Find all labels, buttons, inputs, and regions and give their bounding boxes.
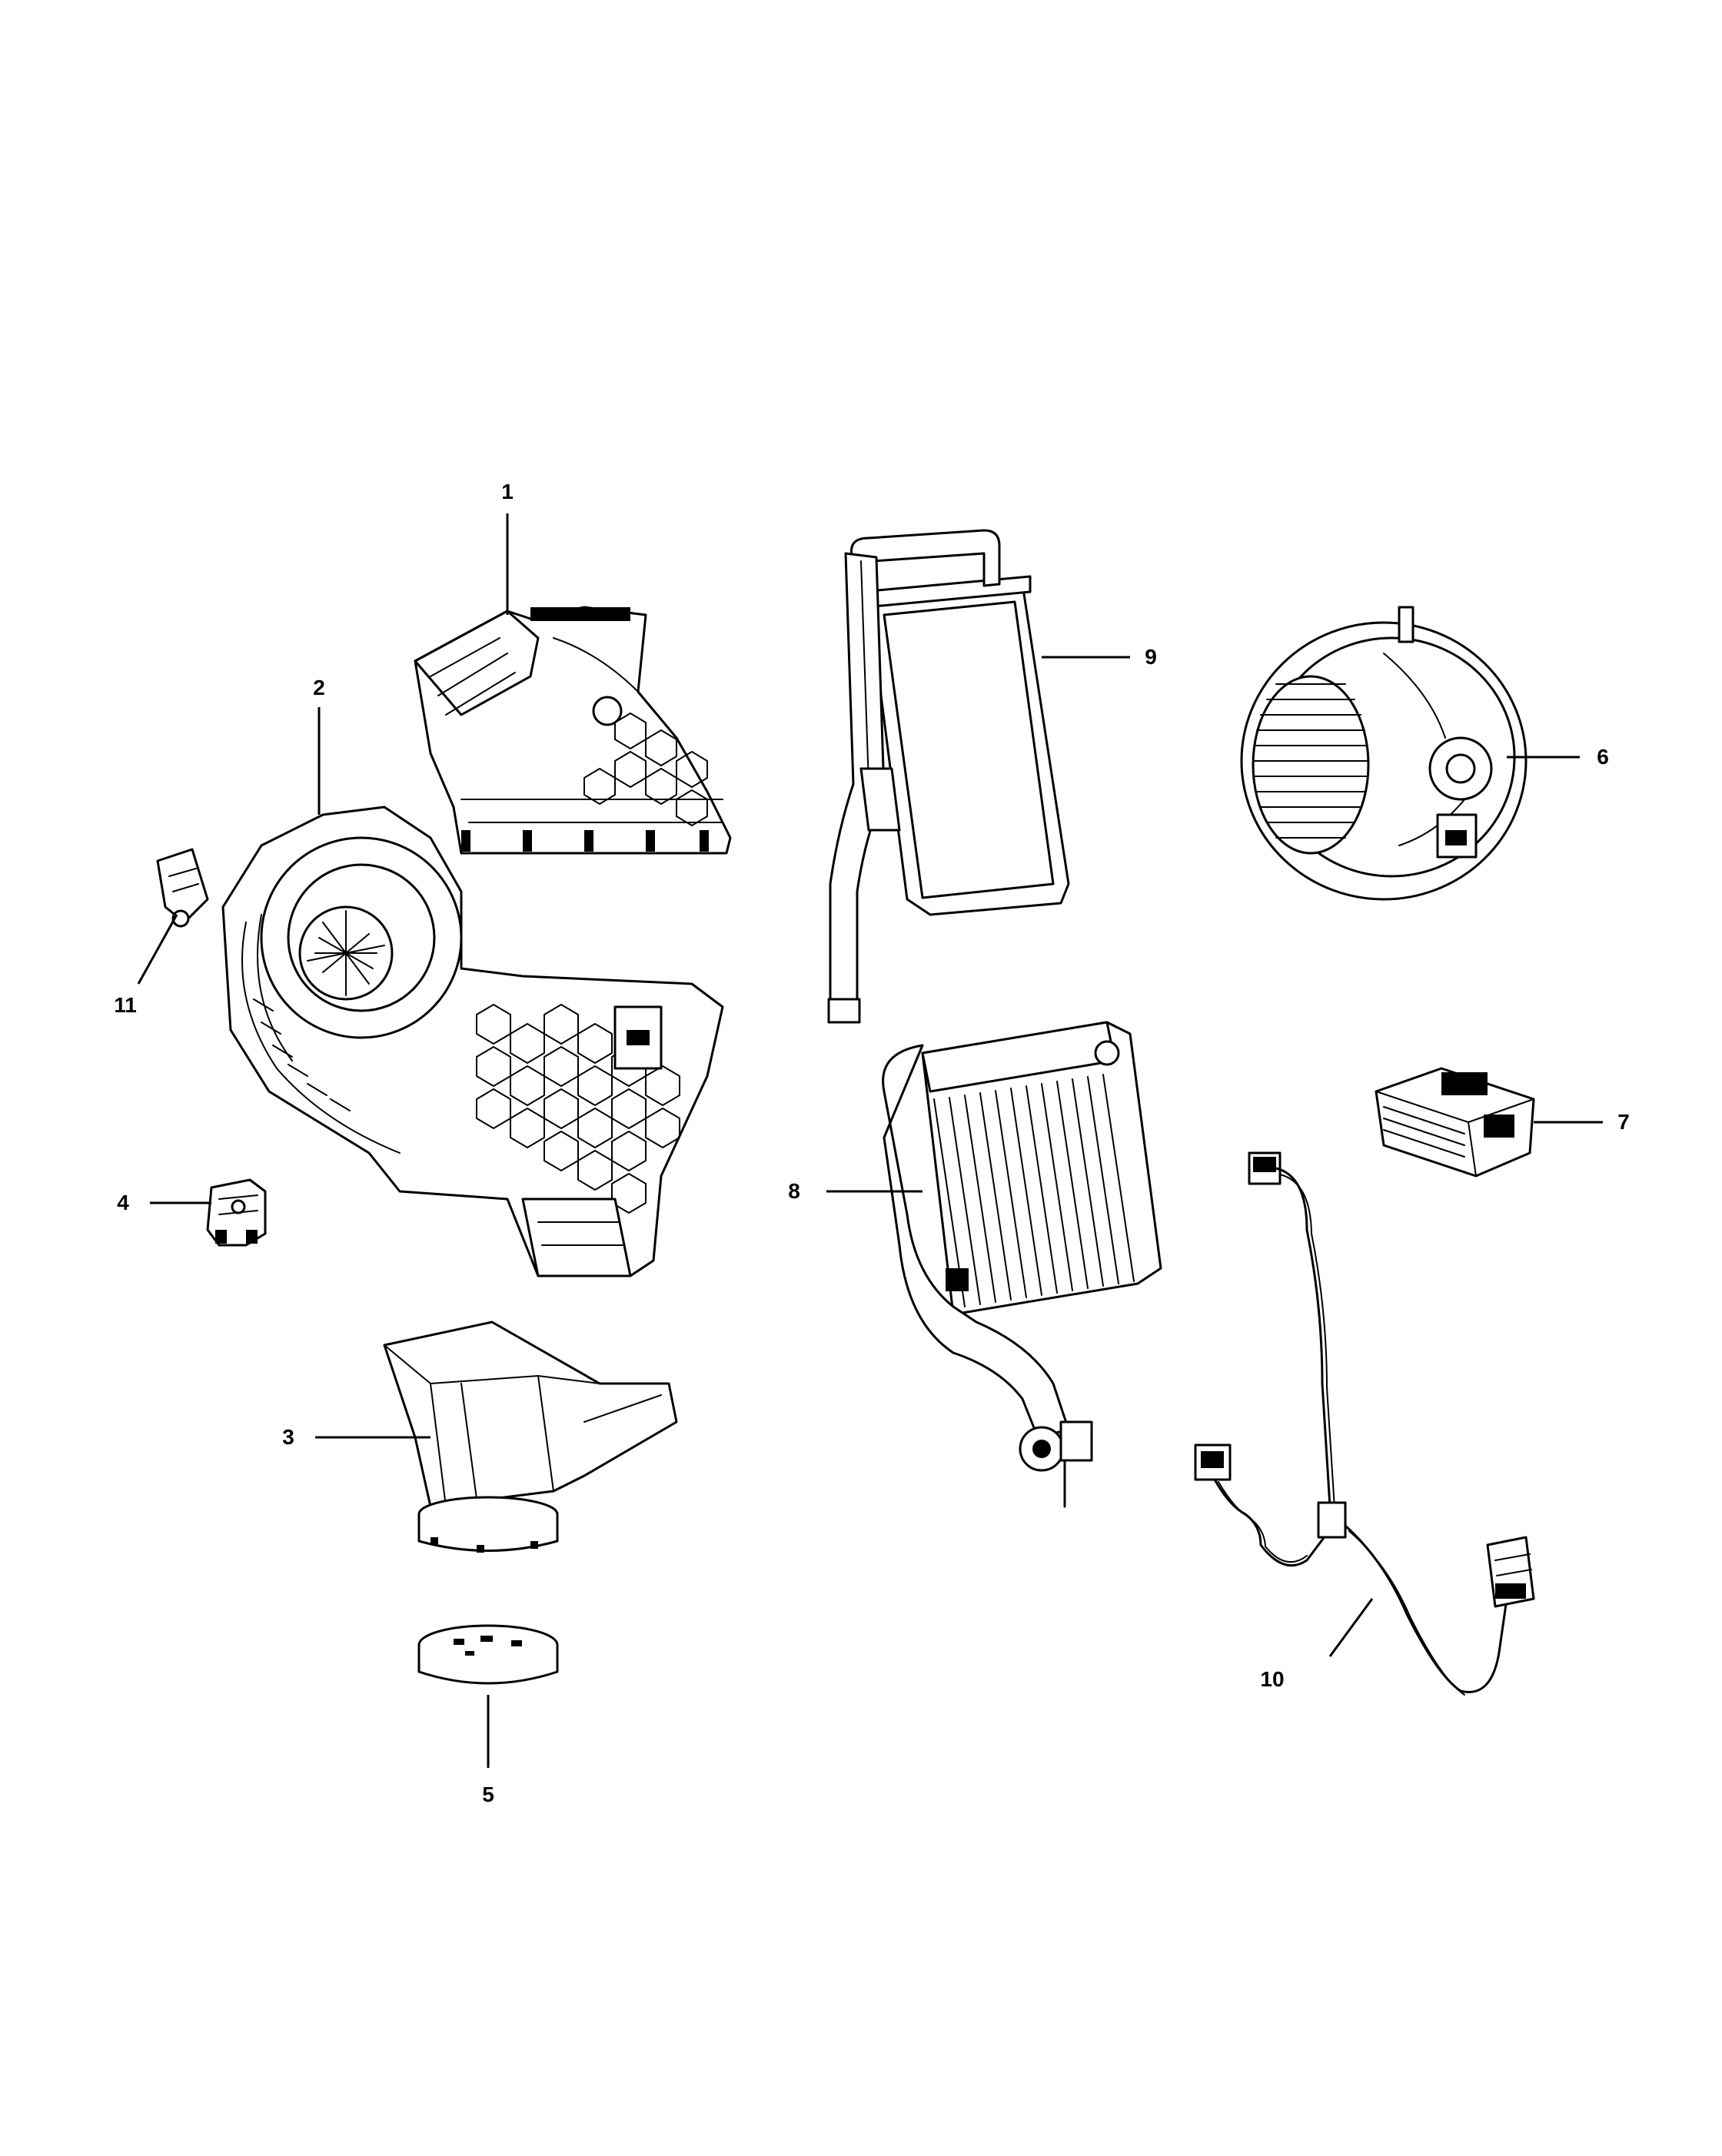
callout-6: 6	[1597, 745, 1609, 769]
callout-2: 2	[313, 676, 325, 699]
callout-9: 9	[1145, 645, 1157, 669]
callout-11: 11	[114, 993, 137, 1017]
part-2-main-housing	[156, 806, 724, 1277]
part-9-heater-core	[827, 529, 1070, 1024]
callout-4: 4	[117, 1191, 129, 1214]
callout-10: 10	[1260, 1667, 1285, 1691]
part-4-actuator	[206, 1178, 267, 1247]
part-10-wiring-harness	[1194, 1151, 1535, 1696]
callout-7: 7	[1617, 1110, 1630, 1134]
callout-1: 1	[501, 480, 514, 503]
part-8-evaporator	[882, 1021, 1162, 1508]
part-6-blower-motor	[1240, 606, 1528, 901]
callout-5: 5	[482, 1782, 494, 1806]
part-3-lower-duct	[383, 1321, 678, 1553]
part-5-seal	[417, 1624, 559, 1685]
callout-8: 8	[788, 1179, 800, 1203]
part-7-resistor	[1375, 1067, 1535, 1178]
callout-3: 3	[282, 1425, 294, 1449]
part-1-upper-housing	[414, 606, 732, 855]
leader-lines	[137, 513, 1603, 1768]
